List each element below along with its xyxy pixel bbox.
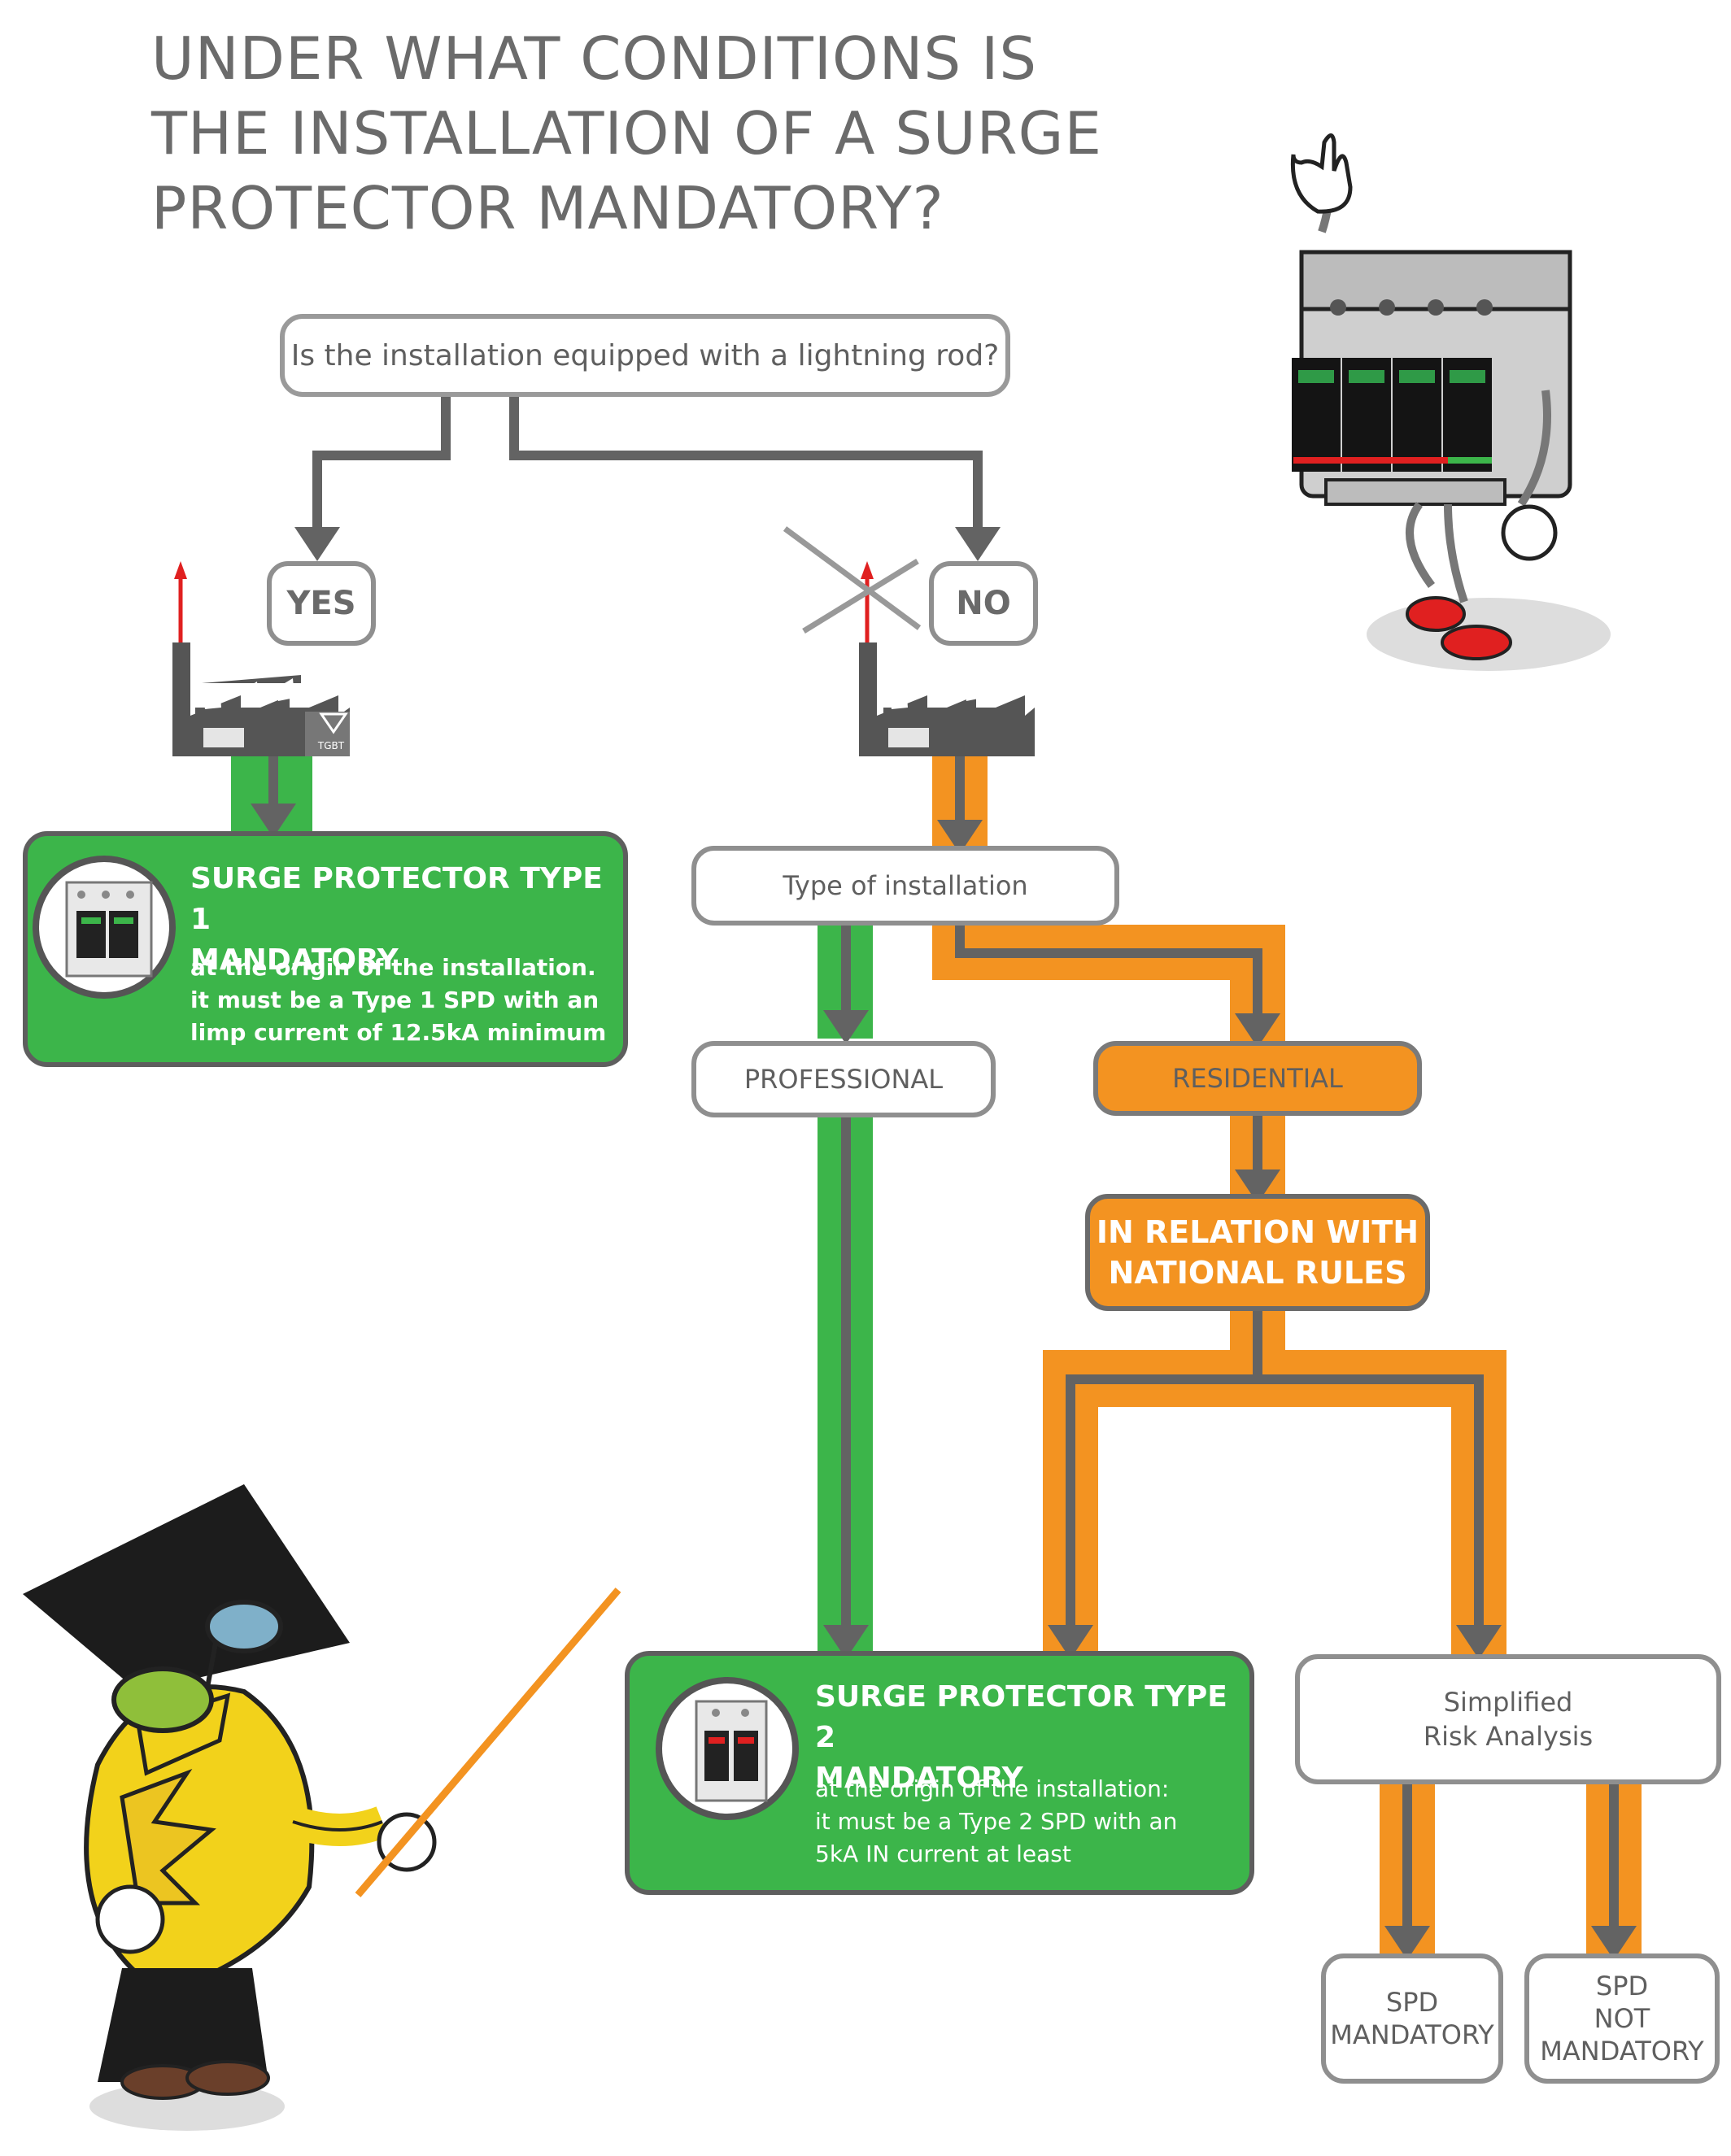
type2-icon-disc — [656, 1677, 799, 1820]
orange-band-split — [1043, 1309, 1506, 1655]
arrowhead — [1235, 1013, 1280, 1048]
type1-desc-line: it must be a Type 1 SPD with an — [190, 987, 600, 1013]
type1-desc-line: limp current of 12.5kA minimum — [190, 1019, 607, 1046]
title-line: UNDER WHAT CONDITIONS IS — [151, 24, 1038, 93]
type2-desc-line: 5kA IN current at least — [815, 1840, 1071, 1867]
national-rules-line: NATIONAL RULES — [1108, 1255, 1407, 1291]
arrowhead — [823, 1010, 869, 1044]
national-rules-box: IN RELATION WITH NATIONAL RULES — [1085, 1194, 1430, 1311]
type2-title-line: MANDATORY — [815, 1762, 1023, 1795]
page-title: UNDER WHAT CONDITIONS IS THE INSTALLATIO… — [151, 21, 1102, 246]
risk-analysis-box: Simplified Risk Analysis — [1295, 1654, 1721, 1784]
connector-split — [1066, 1309, 1262, 1628]
professor-mascot-illustration — [23, 1484, 621, 2131]
connector-residential — [955, 923, 1262, 1017]
arrowhead — [1048, 1625, 1093, 1659]
lightning-rod-question-box: Is the installation equipped with a ligh… — [280, 314, 1010, 397]
professional-label: PROFESSIONAL — [743, 1064, 944, 1095]
spd-mandatory-line: MANDATORY — [1330, 2019, 1494, 2050]
type1-title-line: MANDATORY — [190, 943, 399, 977]
residential-box: RESIDENTIAL — [1093, 1041, 1422, 1116]
factory-without-lightning-rod-icon — [783, 526, 1035, 756]
yes-label: YES — [286, 585, 356, 622]
arrowhead — [294, 527, 340, 561]
type2-title-line: SURGE PROTECTOR TYPE 2 — [815, 1680, 1227, 1754]
type1-desc-line: at the origin of the installation. — [190, 954, 596, 981]
type-of-installation-box: Type of installation — [691, 846, 1119, 926]
surge-protector-mascot-illustration — [1290, 133, 1611, 671]
arrowhead — [955, 527, 1001, 561]
orange-band-residential — [932, 923, 1285, 1041]
arrowhead — [937, 820, 983, 854]
spd-mandatory-line: SPD — [1385, 1987, 1439, 2018]
type-of-installation-label: Type of installation — [783, 870, 1028, 901]
risk-analysis-line: Risk Analysis — [1423, 1721, 1594, 1752]
title-line: THE INSTALLATION OF A SURGE — [151, 99, 1102, 168]
spd-not-mandatory-line: SPD — [1595, 1971, 1649, 2001]
professional-box: PROFESSIONAL — [691, 1041, 996, 1117]
connector-split-right — [1258, 1374, 1484, 1628]
risk-analysis-line: Simplified — [1443, 1687, 1573, 1718]
spd-not-mandatory-line: NOT — [1594, 2003, 1650, 2034]
arrowhead — [1235, 1169, 1280, 1204]
no-answer-box: NO — [929, 561, 1038, 646]
type2-desc-line: at the origin of the installation: — [815, 1775, 1170, 1802]
spd-mandatory-box: SPD MANDATORY — [1321, 1953, 1503, 2084]
spd-not-mandatory-box: SPD NOT MANDATORY — [1524, 1953, 1720, 2084]
type1-icon-disc — [33, 856, 176, 999]
residential-label: RESIDENTIAL — [1172, 1063, 1343, 1094]
arrowhead — [251, 804, 296, 838]
factory-with-lightning-rod-icon — [172, 561, 350, 756]
national-rules-line: IN RELATION WITH — [1096, 1214, 1419, 1250]
type2-desc-line: it must be a Type 2 SPD with an — [815, 1808, 1178, 1835]
type1-title-line: SURGE PROTECTOR TYPE 1 — [190, 862, 603, 936]
arrowhead — [1591, 1926, 1637, 1960]
arrowhead — [1456, 1625, 1502, 1659]
yes-answer-box: YES — [267, 561, 376, 646]
arrowhead — [823, 1625, 869, 1659]
connector-yes — [312, 397, 451, 530]
title-line: PROTECTOR MANDATORY? — [151, 174, 944, 242]
arrowhead — [1384, 1926, 1430, 1960]
question-text: Is the installation equipped with a ligh… — [290, 338, 1000, 372]
tgbt-label: TGBT — [317, 740, 345, 751]
no-label: NO — [956, 585, 1011, 622]
connector-no — [509, 397, 983, 530]
spd-not-mandatory-line: MANDATORY — [1540, 2036, 1704, 2067]
